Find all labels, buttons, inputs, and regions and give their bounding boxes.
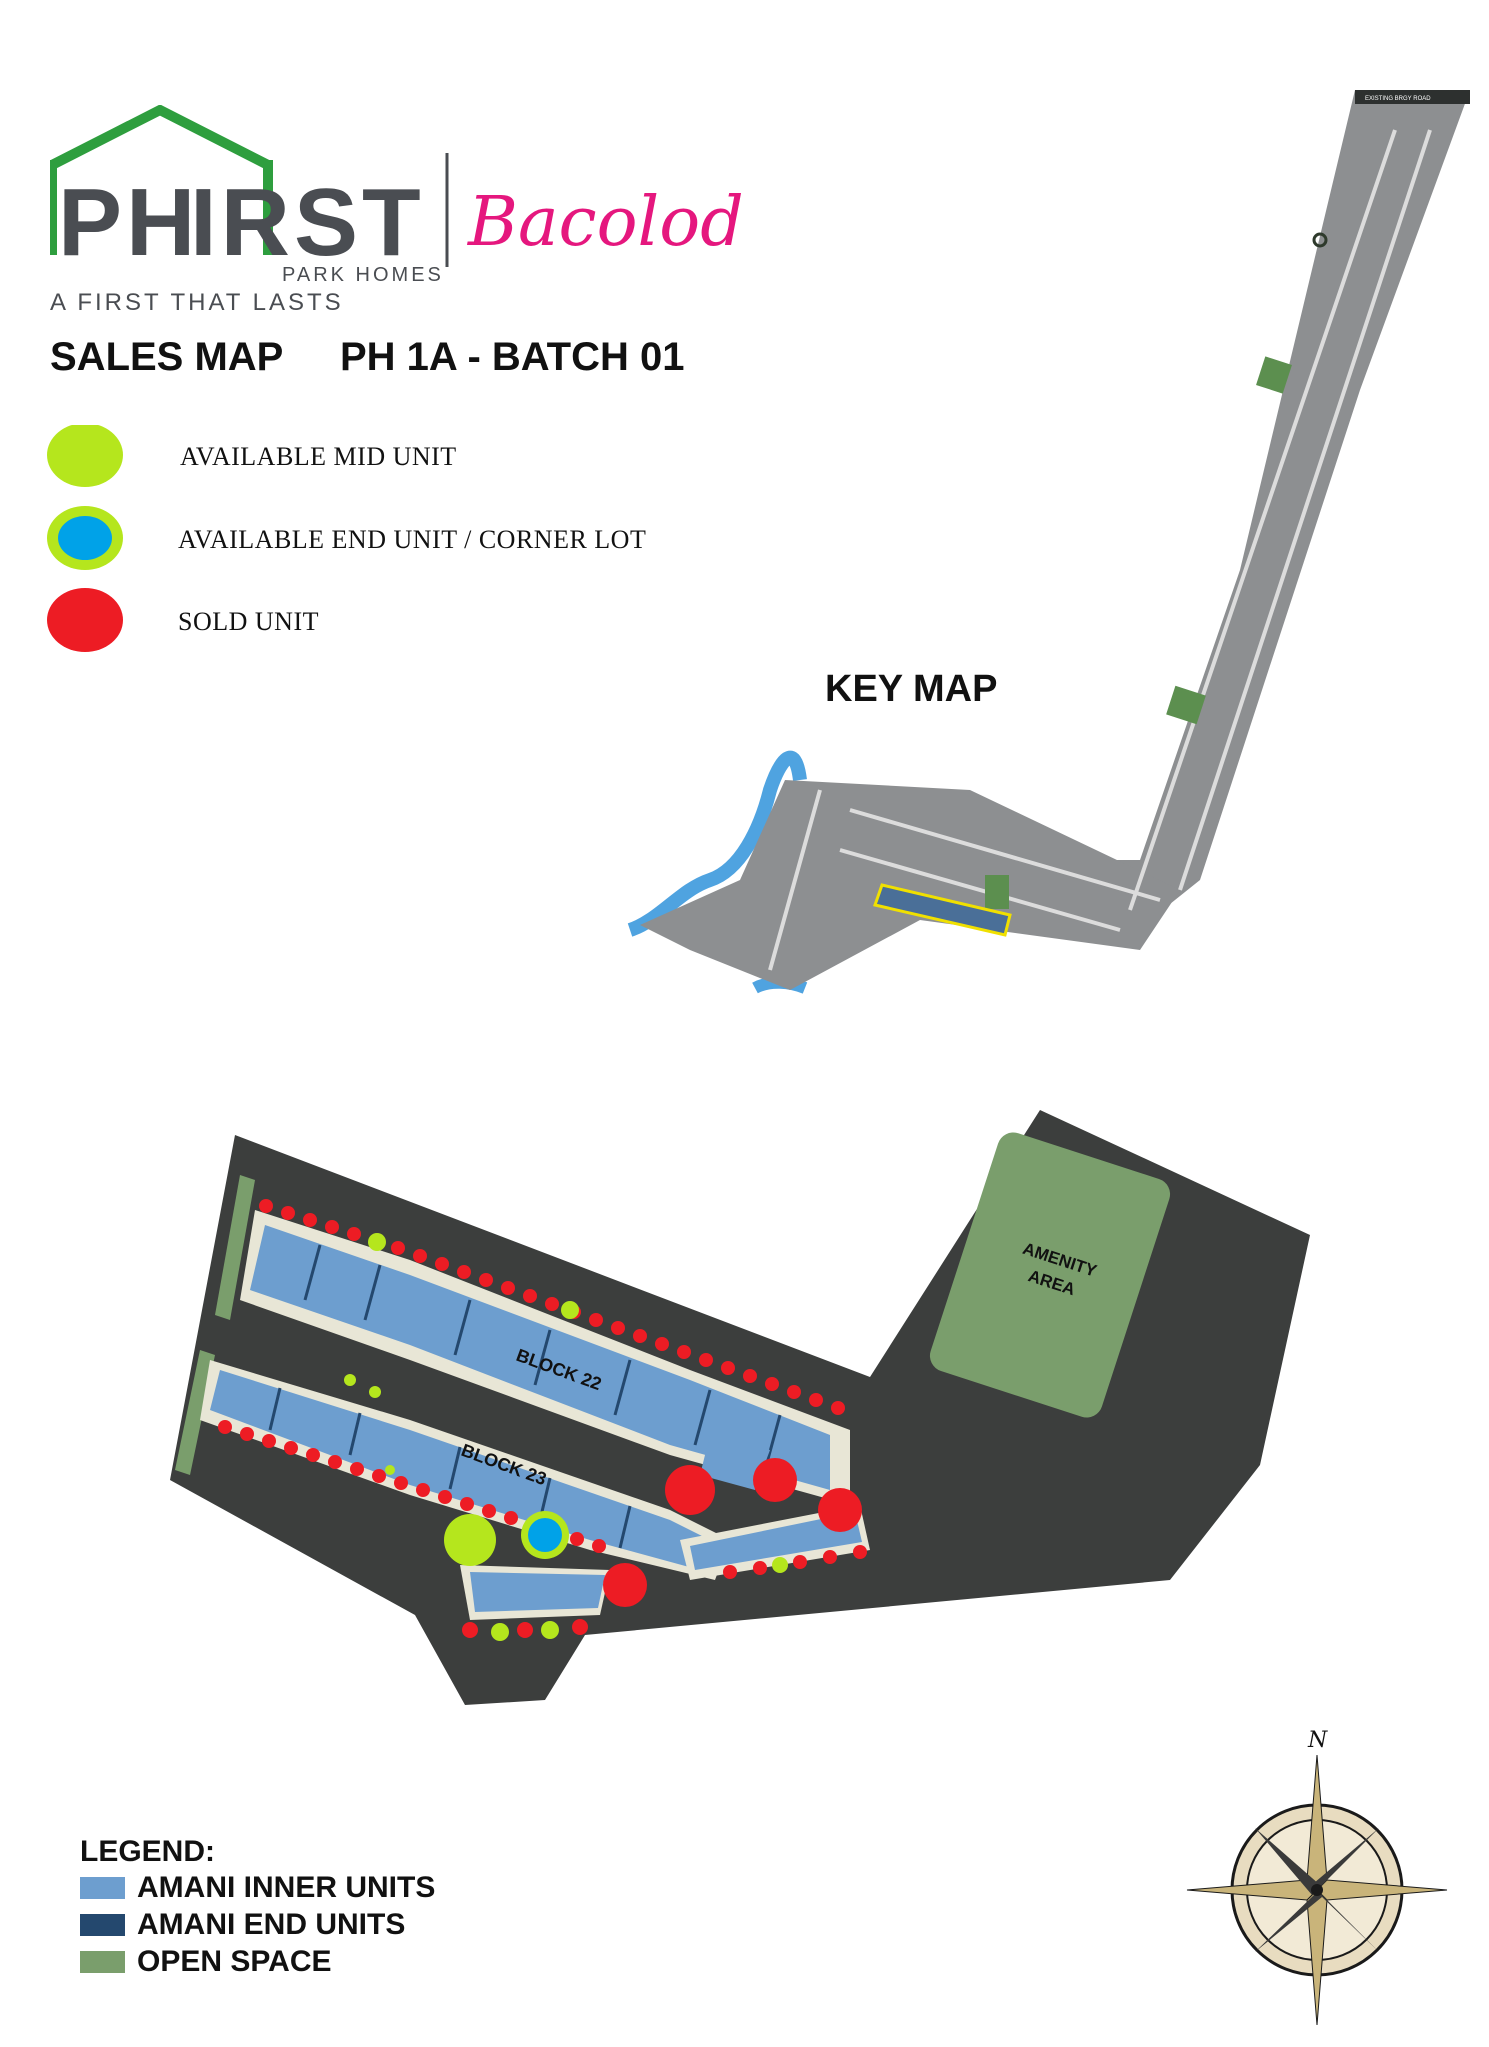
roundabout: [1312, 232, 1328, 248]
legend-available-end: AVAILABLE END UNIT / CORNER LOT: [178, 525, 647, 554]
red-circle-icon: [47, 588, 123, 652]
compass-rose-icon: N: [1186, 1728, 1448, 2025]
phase-title: PH 1A - BATCH 01: [340, 335, 685, 380]
site-plan: AMENITY AREA BLOCK 22 BLOCK 23: [170, 1110, 1310, 1705]
sold-dots-top: [259, 1199, 845, 1415]
block-small-3: [700, 1435, 770, 1490]
big-sold-dot-1: [603, 1563, 647, 1607]
legend-available-mid: AVAILABLE MID UNIT: [180, 442, 457, 471]
legend-end-label: AMANI END UNITS: [137, 1907, 406, 1941]
legend-item-open: OPEN SPACE: [80, 1943, 435, 1980]
open-space-swatch-icon: [80, 1950, 125, 1973]
key-map-label: KEY MAP: [825, 668, 998, 710]
open-space-strip-1: [215, 1175, 255, 1320]
brand-tagline: A FIRST THAT LASTS: [50, 289, 344, 315]
legend-sold: SOLD UNIT: [178, 607, 319, 636]
river: [627, 750, 807, 937]
inner-units-swatch-icon: [80, 1876, 125, 1899]
open-space-strip-2: [175, 1350, 215, 1475]
compass-north-label: N: [1307, 1728, 1328, 1753]
map-legend: LEGEND: AMANI INNER UNITS AMANI END UNIT…: [80, 1835, 435, 1980]
open-space-3: [985, 875, 1009, 909]
open-space-1: [1256, 356, 1292, 394]
phirst-logo: PH IRST PARK HOMES Bacolod A FIRST THAT …: [50, 105, 744, 315]
brand-location: Bacolod: [466, 183, 744, 262]
end-units-swatch-icon: [80, 1913, 125, 1936]
block-22-units: [250, 1225, 830, 1490]
block-small-2-units: [690, 1512, 862, 1570]
sales-map-title: SALES MAP: [50, 335, 284, 379]
phase-label: PH 1A - BATCH 01: [340, 335, 685, 379]
amenity-area: [929, 1132, 1171, 1418]
big-sold-dot-3: [753, 1458, 797, 1502]
key-map-road-label: EXISTING BRGY ROAD: [1365, 96, 1431, 102]
legend-open-label: OPEN SPACE: [137, 1944, 332, 1978]
big-sold-dot-2: [665, 1465, 715, 1515]
legend-title: LEGEND:: [80, 1835, 215, 1868]
key-map-corridor: [1040, 90, 1470, 920]
big-sold-dot-4: [818, 1488, 862, 1532]
legend-item-inner: AMANI INNER UNITS: [80, 1869, 435, 1906]
brand-name-irst: IRST: [190, 169, 425, 276]
available-dots-lower: [344, 1374, 788, 1641]
available-dots-top: [368, 1233, 579, 1319]
key-map-highlight: [873, 883, 1012, 937]
brand-name-ph: PH: [58, 169, 199, 276]
block-23-units: [210, 1370, 710, 1570]
legend-item-end: AMANI END UNITS: [80, 1906, 435, 1943]
key-map: EXISTING BRGY ROAD: [627, 90, 1470, 994]
open-space-2: [1166, 685, 1206, 725]
block-small-1-units: [470, 1572, 605, 1612]
green-circle-icon: [47, 425, 123, 487]
status-legend-icons: [47, 425, 123, 652]
big-available-dot: [444, 1514, 496, 1566]
legend-inner-label: AMANI INNER UNITS: [137, 1870, 436, 1904]
brand-subtitle: PARK HOMES: [282, 264, 444, 286]
house-roof-icon: [50, 105, 271, 170]
page-title: SALES MAP: [50, 335, 283, 380]
key-map-lower-area: [640, 780, 1180, 990]
